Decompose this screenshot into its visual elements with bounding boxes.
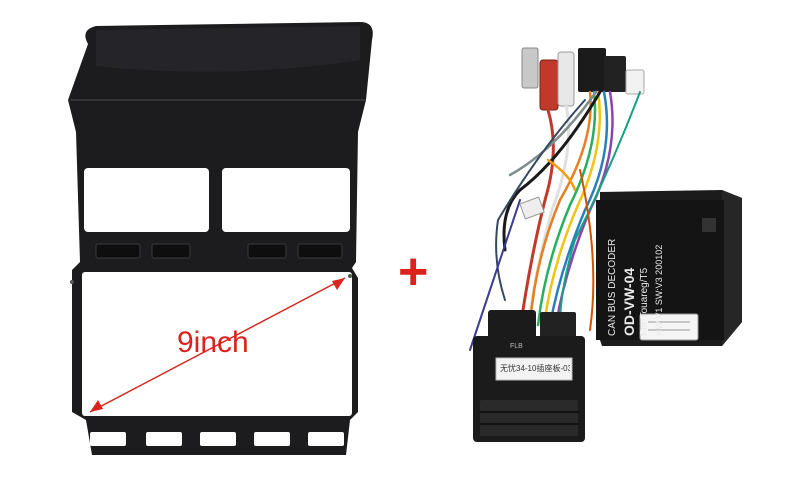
right-vent-opening [222, 168, 350, 232]
wiring-harness [469, 47, 645, 442]
decoder-vehicle: For Touareg/T5 [639, 267, 650, 336]
decoder-title: CAN BUS DECODER [607, 238, 618, 336]
can-bus-decoder [596, 190, 742, 346]
decoder-label: CAN BUS DECODER OD-VW-04 For Touareg/T5 … [606, 206, 686, 336]
screen-size-label: 9inch [177, 326, 249, 359]
size-arrow [89, 277, 346, 413]
decoder-model: OD-VW-04 [621, 267, 637, 336]
dash-frame [68, 22, 373, 455]
connector-label: 无忧34-10插座板-03 [500, 364, 570, 373]
decoder-version: HW:V1 SW:V3 200102 [654, 244, 664, 336]
connector-side-label: FLB [510, 343, 523, 350]
left-vent-opening [84, 168, 209, 232]
plus-sign: + [398, 243, 429, 301]
